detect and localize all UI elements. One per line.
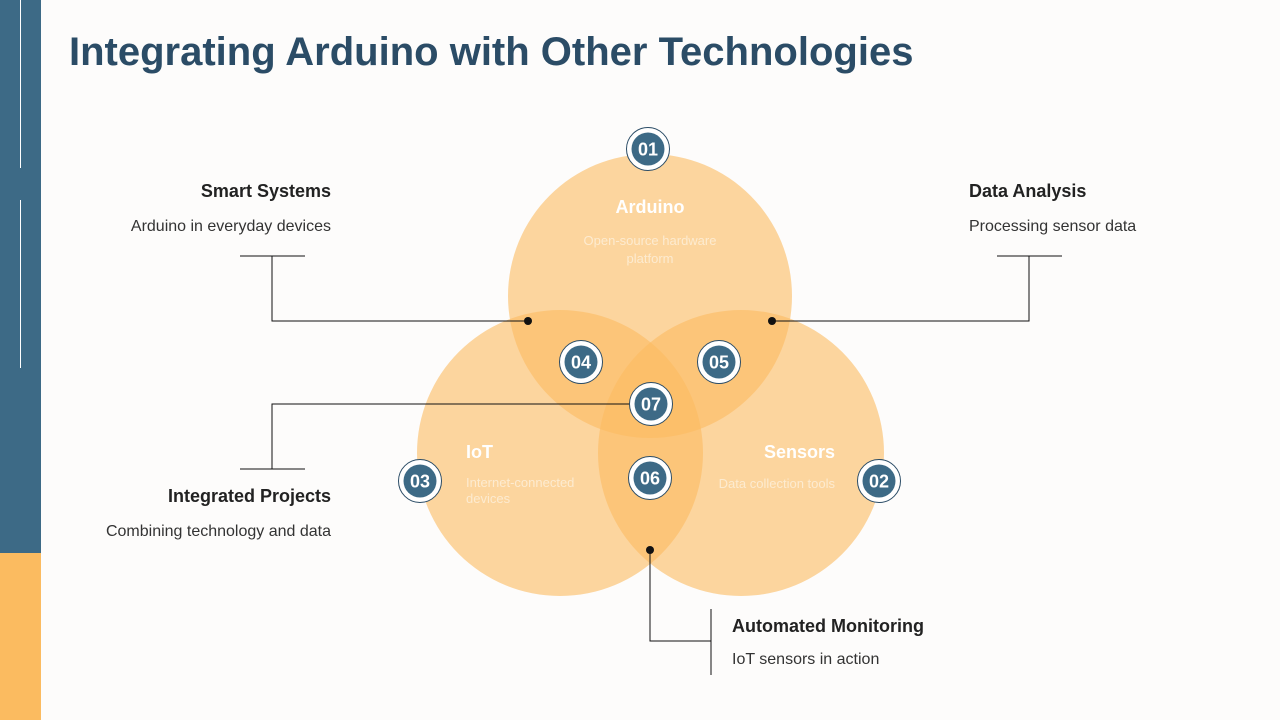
iot-title: IoT — [466, 442, 493, 462]
callout-desc: Processing sensor data — [969, 218, 1137, 235]
badge-number: 02 — [869, 472, 889, 492]
number-badge-07: 07 — [629, 382, 673, 426]
iot-label: IoT Internet-connected devices — [466, 442, 596, 507]
circle-sensors — [598, 310, 884, 596]
number-badge-04: 04 — [559, 340, 603, 384]
badge-number: 07 — [641, 395, 661, 415]
connector-dot — [646, 546, 654, 554]
number-badge-05: 05 — [697, 340, 741, 384]
connector-dot — [524, 317, 532, 325]
sensors-desc: Data collection tools — [718, 476, 835, 491]
arduino-title: Arduino — [615, 197, 685, 217]
badge-number: 05 — [709, 353, 729, 373]
callout-title: Data Analysis — [969, 181, 1087, 201]
badge-number: 01 — [638, 140, 658, 160]
callout-desc: IoT sensors in action — [732, 651, 880, 668]
arduino-desc: Open-source hardware platform — [583, 233, 717, 266]
sensors-title: Sensors — [763, 442, 835, 462]
sidebar-line — [20, 0, 21, 168]
sidebar-accent-orange — [0, 553, 41, 720]
number-badge-03: 03 — [398, 459, 442, 503]
connector-dot — [768, 317, 776, 325]
callout-title: Integrated Projects — [167, 486, 331, 506]
sidebar-line — [20, 200, 21, 368]
page-title: Integrating Arduino with Other Technolog… — [69, 30, 914, 74]
callout-smart-systems: Smart Systems Arduino in everyday device… — [80, 181, 331, 236]
number-badge-06: 06 — [628, 456, 672, 500]
badge-number: 04 — [571, 353, 591, 373]
sensors-label: Sensors Data collection tools — [700, 442, 835, 493]
connector-lines — [240, 255, 1062, 675]
callout-automated-monitoring: Automated Monitoring IoT sensors in acti… — [732, 616, 992, 669]
callout-desc: Arduino in everyday devices — [130, 218, 331, 235]
callout-data-analysis: Data Analysis Processing sensor data — [969, 181, 1229, 236]
number-badge-02: 02 — [857, 459, 901, 503]
callout-integrated-projects: Integrated Projects Combining technology… — [80, 486, 331, 541]
badge-number: 06 — [640, 469, 660, 489]
iot-desc: Internet-connected devices — [466, 475, 575, 506]
callout-title: Automated Monitoring — [732, 616, 924, 636]
badge-number: 03 — [410, 472, 430, 492]
callout-desc: Combining technology and data — [105, 523, 331, 540]
callout-title: Smart Systems — [200, 181, 331, 201]
arduino-label: Arduino Open-source hardware platform — [550, 197, 750, 268]
number-badge-01: 01 — [626, 127, 670, 171]
